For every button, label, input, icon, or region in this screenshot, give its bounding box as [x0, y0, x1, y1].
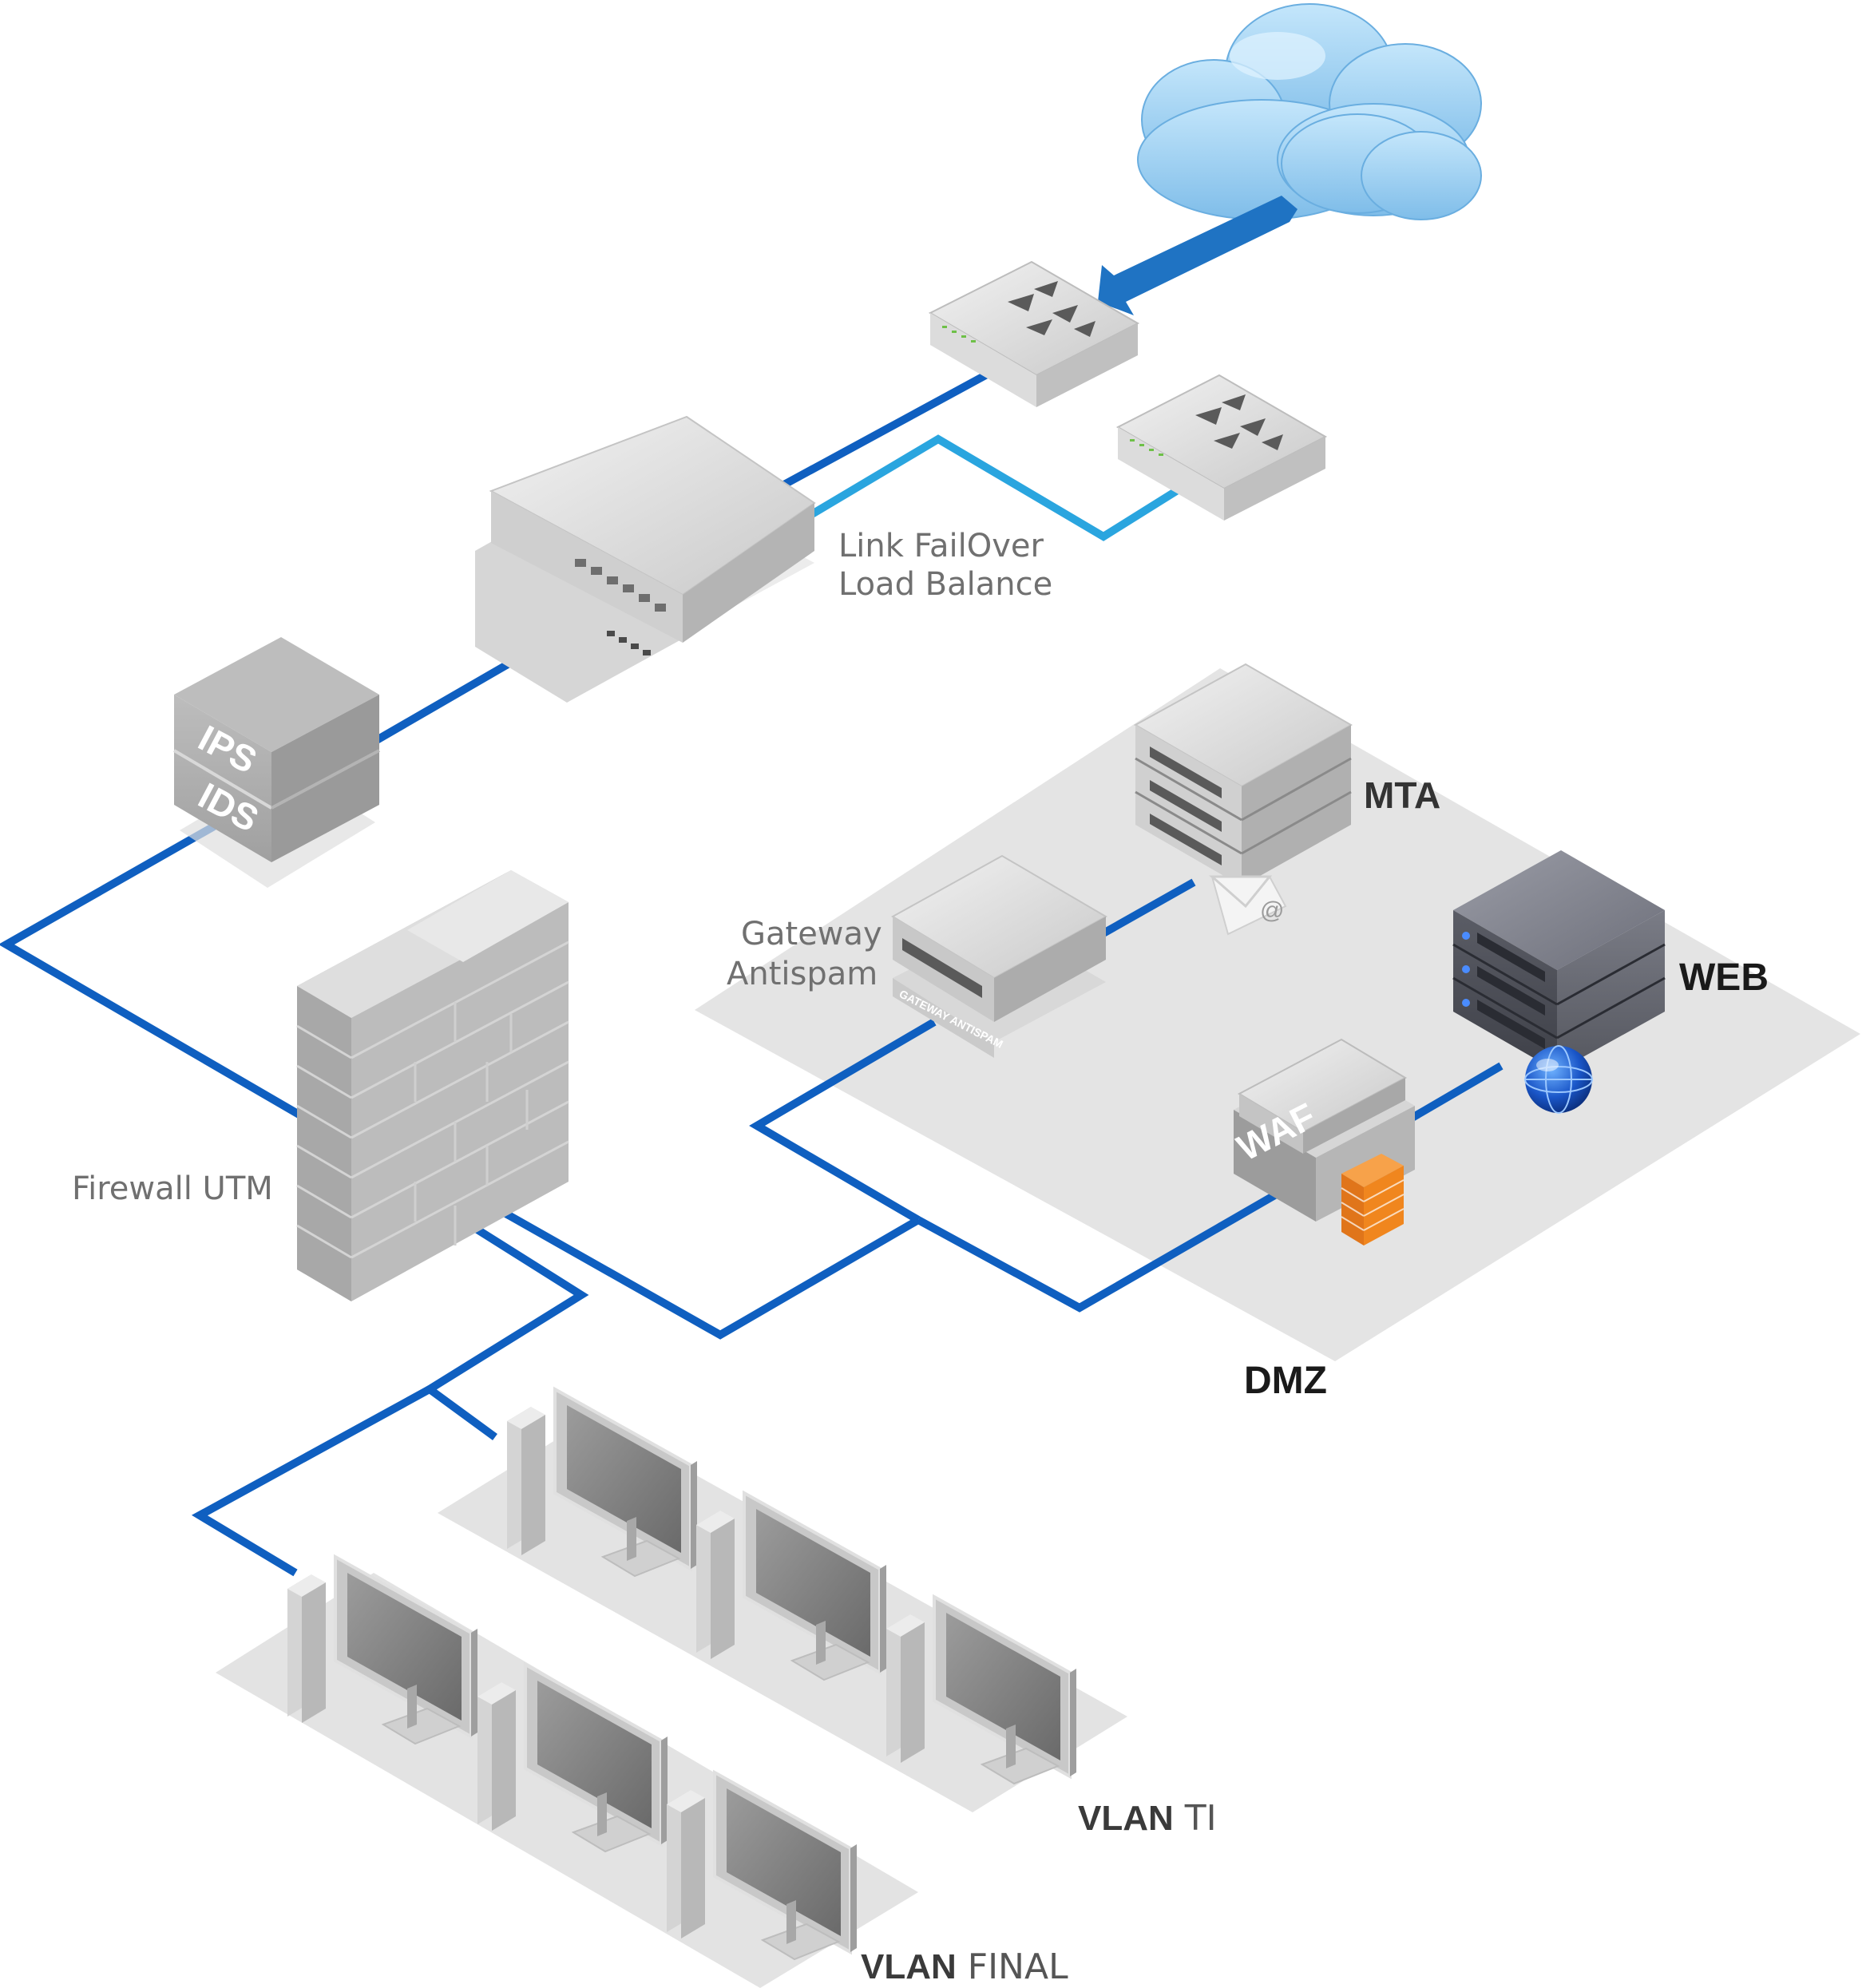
vlan-ti-bold: VLAN	[1078, 1799, 1174, 1838]
ips-ids-appliance: IPS IDS	[172, 637, 380, 888]
dmz-label: DMZ	[1244, 1360, 1327, 1402]
link-gateway-to-mta	[1099, 878, 1196, 938]
router-switch-1	[928, 260, 1140, 407]
waf-appliance: WAF	[1230, 1038, 1415, 1222]
firewall-brick-icon	[1341, 1154, 1405, 1245]
internet-arrow-icon	[1098, 196, 1298, 315]
load-balance-label: Load Balance	[838, 566, 1052, 603]
link-dmz-to-waf	[916, 1190, 1280, 1313]
workstation-3	[886, 1594, 1076, 1785]
internet-cloud-icon	[1137, 3, 1482, 220]
mail-at-symbol: @	[1260, 897, 1284, 924]
workstation-1	[507, 1386, 697, 1578]
link-switch2-to-loadbalancer	[788, 434, 1183, 541]
link-firewall-to-vlans	[422, 1206, 589, 1441]
dmz-zone-plate	[695, 668, 1860, 1361]
antispam-label: Antispam	[727, 956, 878, 992]
mta-server-stack	[1133, 663, 1353, 886]
link-waf-to-web	[1403, 1062, 1504, 1126]
firewall-utm-label: Firewall UTM	[72, 1170, 273, 1207]
workstation-4	[287, 1554, 477, 1745]
vlan-final-label: VLAN FINAL	[861, 1946, 1068, 1987]
link-failover-label: Link FailOver	[838, 528, 1044, 564]
workstations	[287, 1386, 1076, 1961]
link-dmz-backbone	[749, 1018, 937, 1224]
load-balancer-appliance	[475, 415, 816, 703]
workstation-6	[667, 1769, 857, 1961]
vlan-ti-rest: TI	[1174, 1798, 1217, 1839]
workstation-2	[696, 1490, 886, 1681]
link-switch1-to-loadbalancer	[763, 370, 991, 499]
link-firewall-to-dmz	[475, 1194, 921, 1340]
link-to-vlan-final	[191, 1385, 432, 1577]
vlan-final-bold: VLAN	[861, 1947, 957, 1986]
globe-icon	[1524, 1045, 1593, 1114]
web-server-stack	[1452, 850, 1666, 1071]
workstation-5	[477, 1661, 668, 1853]
vlan-final-rest: FINAL	[957, 1946, 1068, 1987]
link-ips-to-firewall	[0, 822, 304, 1120]
mail-envelope-icon: @	[1209, 875, 1287, 936]
router-switch-2	[1115, 374, 1328, 521]
vlan-ti-label: VLAN TI	[1078, 1798, 1217, 1839]
firewall-utm-appliance	[296, 870, 569, 1301]
web-label: WEB	[1679, 956, 1769, 999]
gateway-label: Gateway	[741, 916, 882, 952]
mta-label: MTA	[1364, 774, 1440, 816]
